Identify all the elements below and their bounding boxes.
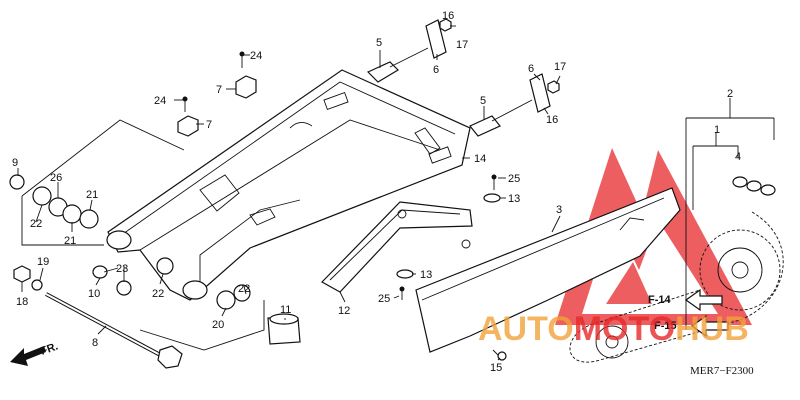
label-part-19: 19 [37,256,49,268]
label-part-6a: 6 [433,64,439,76]
label-part-22b: 22 [152,288,164,300]
label-part-7a: 7 [216,84,222,96]
chain-adjuster-left [366,18,452,83]
label-part-13a: 13 [508,193,520,205]
chain-adjuster-right [469,73,560,137]
front-direction-arrow [10,346,46,366]
label-part-22c: 22 [238,283,250,295]
watermark-text: AUTOMOTOHUB [478,310,749,348]
label-part-20: 20 [212,319,224,331]
label-part-25b: 25 [378,293,390,305]
label-part-18: 18 [16,296,28,308]
swingarm-bracket-upper [235,75,257,99]
label-part-2: 2 [727,88,733,100]
master-link-set [732,176,776,196]
pivot-bearing-stack [9,174,251,310]
label-part-5b: 5 [480,95,486,107]
label-part-17b: 17 [554,61,566,73]
reference-arrow-f15[interactable] [690,314,729,338]
label-part-1: 1 [714,124,720,136]
label-part-13b: 13 [420,269,432,281]
label-part-14: 14 [474,153,486,165]
pivot-bolt-head [13,265,43,291]
bolt-24-left [182,96,188,112]
reference-arrow-f14[interactable] [684,288,723,312]
drive-chain [569,211,784,363]
label-part-22a: 22 [30,218,42,230]
label-part-26: 26 [50,172,62,184]
label-part-16a: 16 [442,10,454,22]
swingarm [106,69,471,301]
label-part-5a: 5 [376,37,382,49]
label-part-24a: 24 [250,50,262,62]
label-part-10: 10 [88,288,100,300]
guard-bolt [492,349,507,361]
swingarm-bracket-lower [177,115,199,137]
bolt-24-upper [239,51,245,68]
label-part-11: 11 [280,304,291,316]
part-number-labels: 1 2 3 4 5 5 6 6 7 7 8 9 10 11 12 13 13 1… [12,10,741,374]
slider-fasteners [396,174,501,300]
label-part-3: 3 [556,204,562,216]
reference-f15-label[interactable]: F-15 [654,320,677,332]
leader-lines [17,25,561,361]
collar [267,313,301,345]
label-part-23: 23 [116,263,128,275]
label-part-16b: 16 [546,114,558,126]
label-part-21b: 21 [64,235,76,247]
label-part-7b: 7 [206,119,212,131]
label-part-12: 12 [338,305,350,317]
label-part-9: 9 [12,157,18,169]
label-part-17a: 17 [456,39,468,51]
reference-f14-label[interactable]: F-14 [648,294,672,306]
label-part-24b: 24 [154,95,166,107]
label-part-6b: 6 [528,63,534,75]
label-part-21a: 21 [86,189,98,201]
label-part-15: 15 [490,362,502,374]
assembly-outline [21,119,265,351]
label-part-8: 8 [92,337,98,349]
chain-guard [415,187,681,353]
front-direction-label: FR. [39,340,60,357]
label-part-25a: 25 [508,173,520,185]
label-part-4: 4 [735,151,741,163]
pivot-shaft [45,292,183,369]
callout-brackets [685,98,775,330]
diagram-code: MER7−F2300 [690,365,754,377]
